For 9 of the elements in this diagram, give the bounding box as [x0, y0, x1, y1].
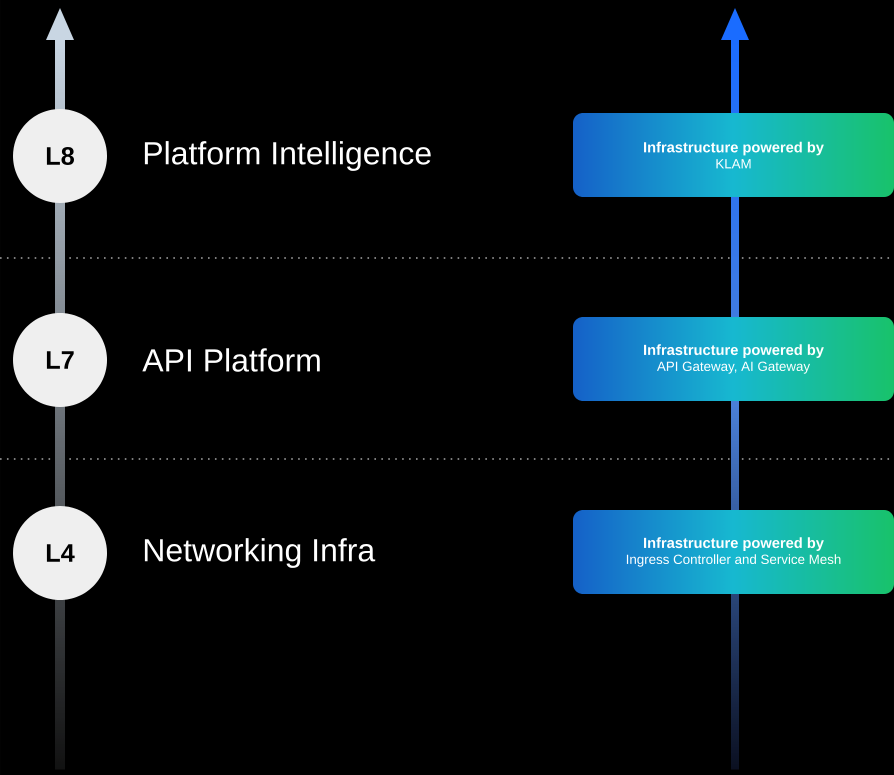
box-text: Infrastructure powered by: [644, 344, 824, 358]
box-text: Infrastructure powered by: [644, 537, 824, 551]
box-text: KLAM: [716, 159, 751, 168]
box-text: Infrastructure powered by: [644, 142, 824, 156]
box-text: API Gateway, AI Gateway: [656, 362, 810, 374]
layer-title: API Platform: [142, 348, 320, 372]
layer-title: Networking Infra: [144, 538, 376, 568]
box-text: Ingress Controller and Service Mesh: [626, 554, 840, 567]
layer-title: Platform Intelligence: [144, 141, 431, 171]
